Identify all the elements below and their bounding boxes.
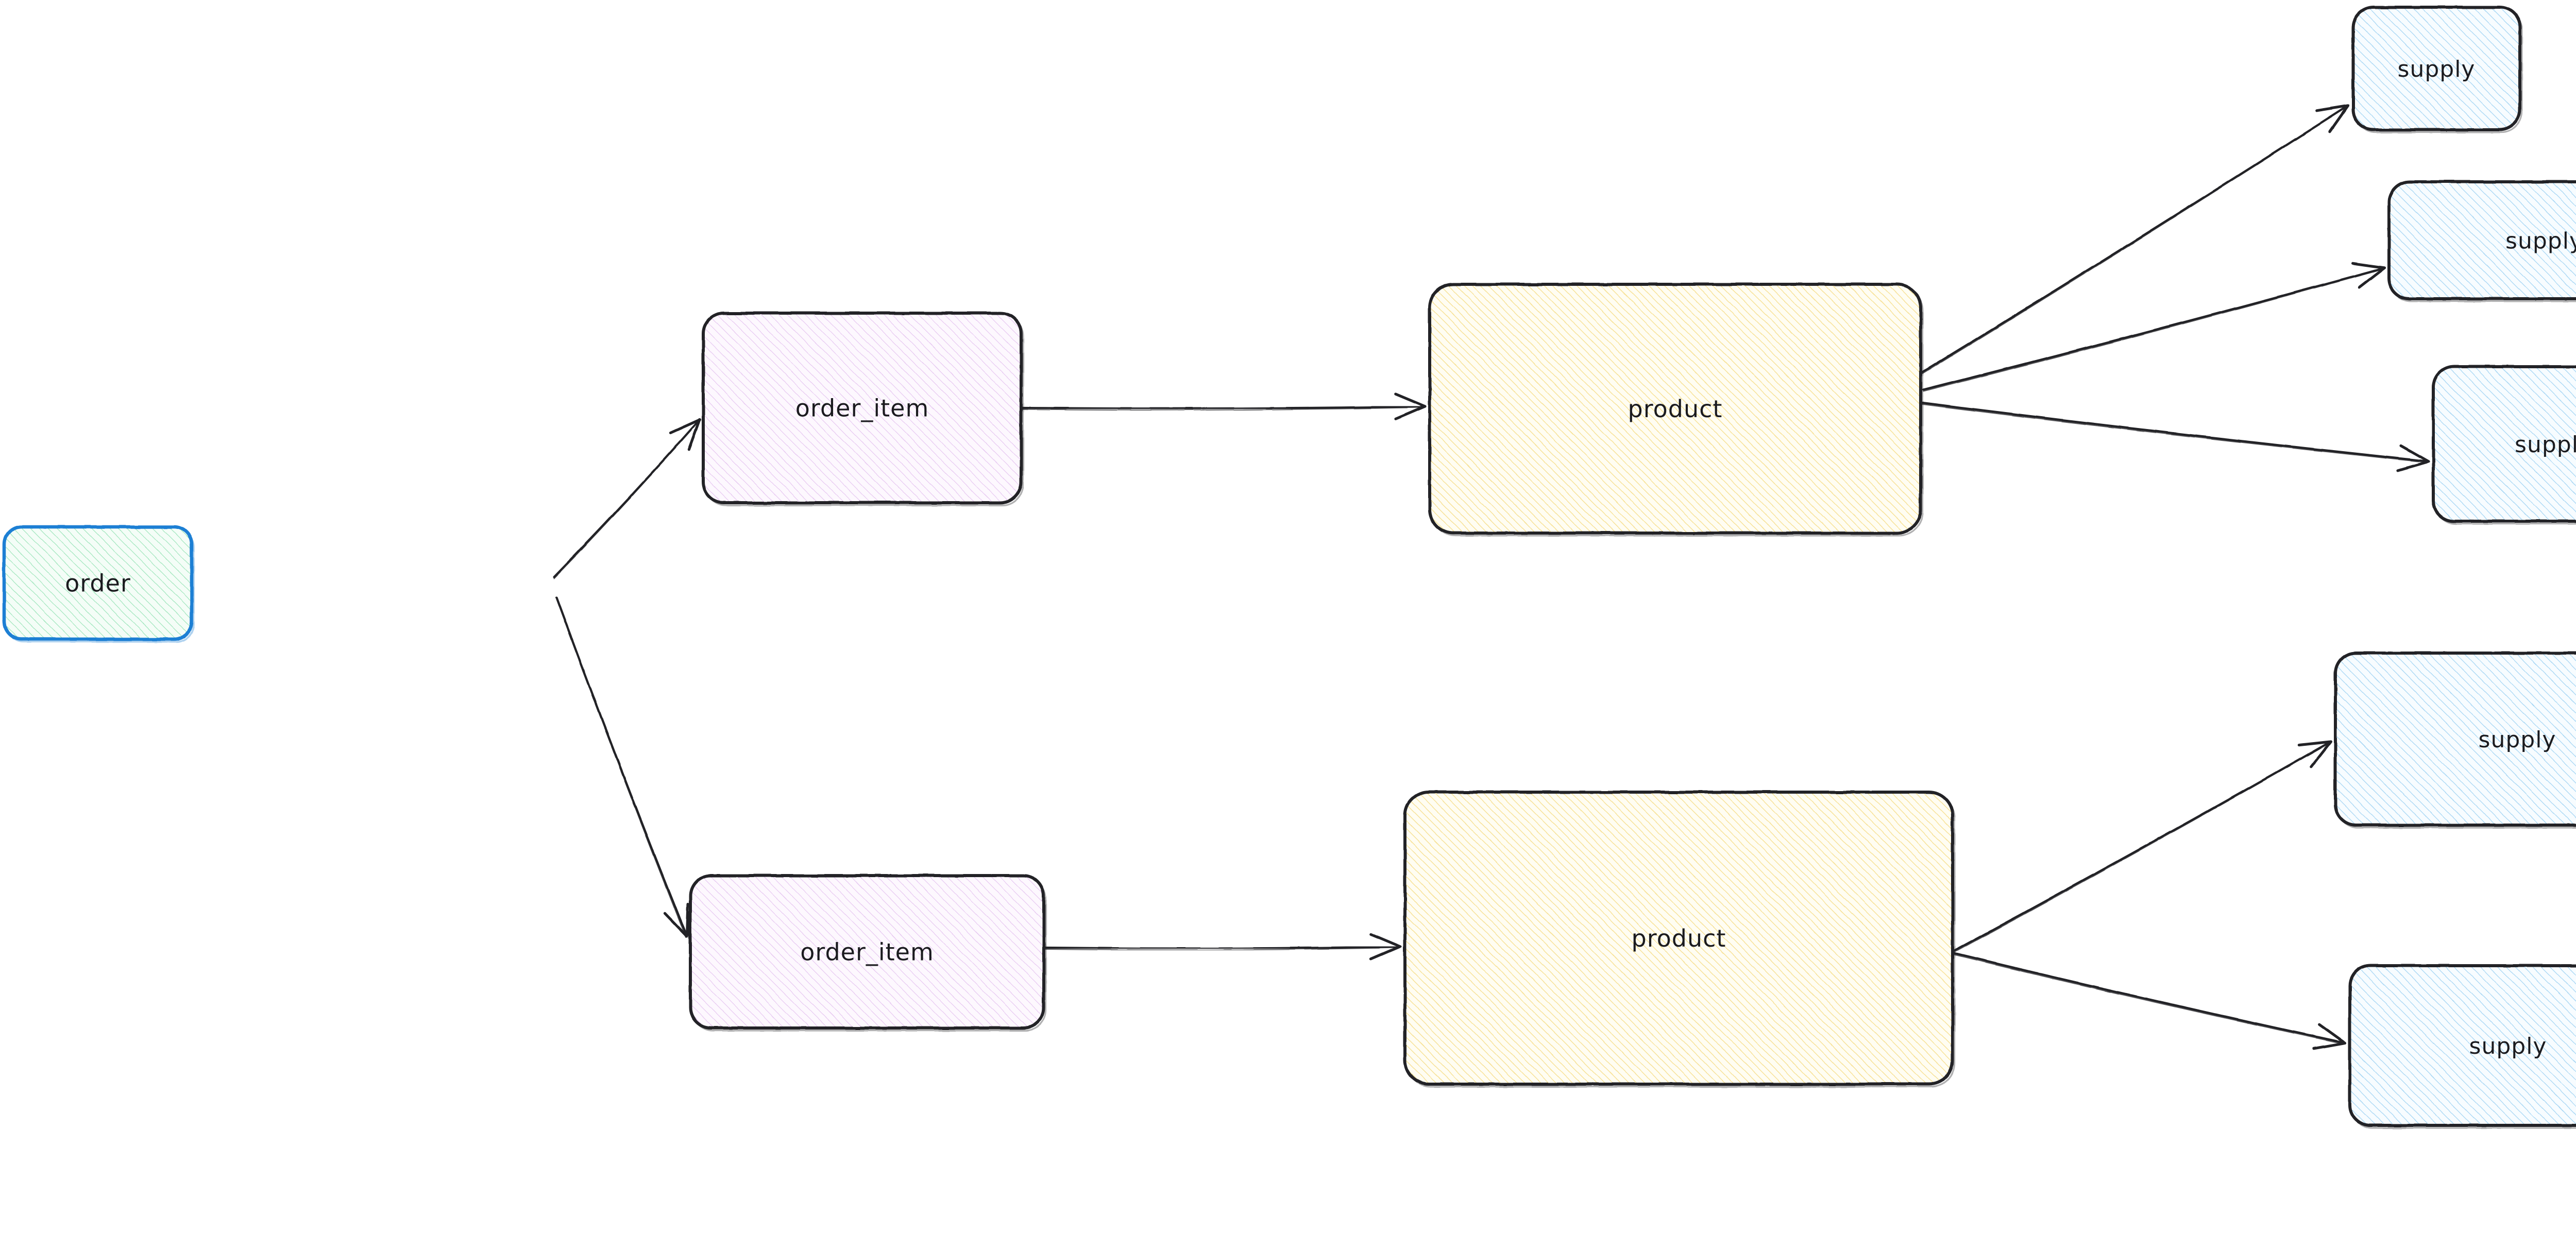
node-label-supply_3: supply (2515, 432, 2576, 458)
node-shape-order_item (702, 312, 1023, 504)
node-supply_1[interactable]: supply (2351, 6, 2523, 133)
node-shape-supply (2432, 365, 2576, 523)
node-supply_2[interactable]: supply (2387, 180, 2576, 302)
edge-order_item_2-to-product_2[interactable] (1044, 933, 1402, 961)
node-layer: orderorder_itemorder_itemproductproducts… (2, 6, 2576, 1129)
node-supply_4[interactable]: supply (2334, 652, 2576, 829)
edge-product_2-to-supply_4[interactable] (1953, 740, 2332, 953)
edge-order_item_1-to-product_1[interactable] (1021, 392, 1427, 420)
node-shape-product (1428, 283, 1922, 535)
node-label-product_2: product (1632, 924, 1726, 952)
node-shape-order_item (689, 874, 1045, 1030)
edge-product_2-to-supply_5[interactable] (1953, 952, 2347, 1050)
node-label-product_1: product (1628, 395, 1723, 423)
node-label-order_item_2: order_item (800, 938, 934, 966)
edge-product_1-to-supply_1[interactable] (1921, 104, 2350, 374)
edge-product_1-to-supply_3[interactable] (1921, 401, 2430, 472)
node-supply_5[interactable]: supply (2348, 964, 2576, 1129)
edge-order-to-order_item_2[interactable] (555, 596, 689, 938)
node-label-supply_5: supply (2469, 1033, 2547, 1059)
node-shape-supply (2351, 6, 2521, 131)
node-shape-supply (2387, 180, 2576, 300)
node-product_2[interactable]: product (1403, 791, 1956, 1088)
node-product_1[interactable]: product (1428, 283, 1924, 537)
node-order[interactable]: order (2, 525, 195, 643)
node-shape-product (1403, 791, 1954, 1086)
node-shape-supply (2348, 964, 2576, 1127)
node-label-order_item_1: order_item (795, 395, 929, 422)
node-label-order: order (65, 570, 131, 597)
node-order_item_2[interactable]: order_item (689, 874, 1047, 1032)
node-supply_3[interactable]: supply (2432, 365, 2576, 525)
node-shape-order (2, 525, 194, 641)
edge-product_1-to-supply_2[interactable] (1922, 262, 2386, 392)
node-shape-supply (2334, 652, 2576, 827)
node-label-supply_1: supply (2398, 56, 2476, 82)
node-label-supply_4: supply (2479, 727, 2556, 753)
edge-order-to-order_item_1[interactable] (552, 418, 701, 579)
edge-layer (552, 104, 2430, 1050)
node-order_item_1[interactable]: order_item (702, 312, 1024, 506)
node-label-supply_2: supply (2505, 228, 2576, 254)
